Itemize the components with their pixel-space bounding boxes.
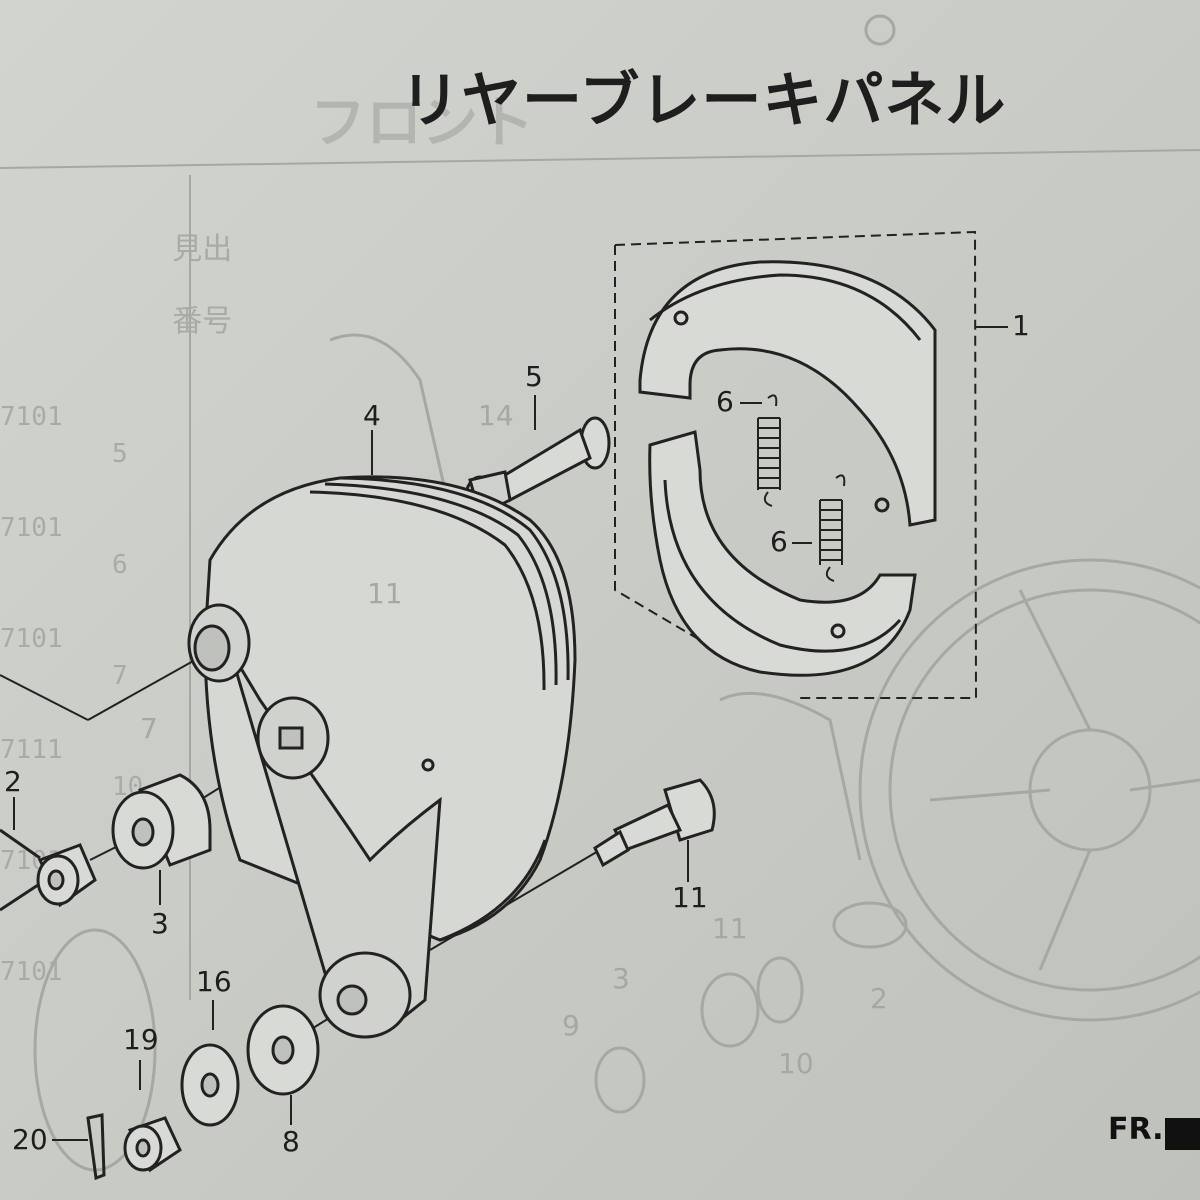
callout-16: 16 bbox=[196, 965, 232, 998]
front-direction-arrow bbox=[1165, 1118, 1200, 1150]
ghost-callout: 10 bbox=[778, 1047, 814, 1080]
code-row: 7101 bbox=[0, 624, 63, 654]
callout-19: 19 bbox=[123, 1023, 159, 1056]
brake-shoe-set-bracket bbox=[614, 230, 978, 699]
side-column-codes: 7101 7101 7101 7111 7101 7101 bbox=[0, 325, 63, 1065]
code-row: 7101 bbox=[0, 402, 63, 432]
code-row: 7111 bbox=[0, 735, 63, 765]
callout-6-lower: 6 bbox=[770, 525, 788, 558]
callout-2: 2 bbox=[4, 765, 22, 798]
ghost-callout: 2 bbox=[870, 982, 888, 1015]
ref-row: 7 bbox=[112, 661, 128, 691]
washer-8 bbox=[246, 1004, 320, 1096]
callout-6-upper: 6 bbox=[716, 385, 734, 418]
flange-bolt bbox=[593, 778, 716, 868]
brake-panel-arm bbox=[187, 603, 442, 1039]
callout-1: 1 bbox=[1012, 309, 1030, 342]
ref-row: 6 bbox=[112, 550, 128, 580]
side-column-heading-line1: 見出 bbox=[172, 232, 233, 267]
ref-row: 5 bbox=[112, 439, 128, 469]
diagram-title: リヤーブレーキパネル bbox=[400, 66, 1007, 136]
ghost-callout: 9 bbox=[562, 1009, 580, 1042]
callout-20: 20 bbox=[12, 1123, 48, 1156]
castle-nut-19 bbox=[123, 1116, 182, 1173]
brake-shoe-lower bbox=[648, 430, 917, 677]
cotter-pin-20 bbox=[86, 1113, 106, 1181]
ghost-callout: 7 bbox=[140, 712, 158, 745]
side-column-heading: 見出 番号 bbox=[100, 196, 232, 376]
ghost-callout: 11 bbox=[712, 912, 748, 945]
axle-nut bbox=[0, 828, 97, 912]
ghost-callout: 14 bbox=[478, 399, 514, 432]
return-spring-upper bbox=[757, 394, 781, 507]
callout-8: 8 bbox=[282, 1125, 300, 1158]
washer-16 bbox=[180, 1043, 240, 1127]
code-row: 7101 bbox=[0, 957, 63, 987]
front-direction-label: FR. bbox=[1108, 1112, 1164, 1147]
background-title-ghost: フロント bbox=[310, 91, 534, 156]
side-column-heading-line2: 番号 bbox=[172, 304, 233, 339]
brake-shoe-upper bbox=[638, 260, 937, 527]
callout-4: 4 bbox=[363, 399, 381, 432]
callout-5: 5 bbox=[525, 360, 543, 393]
ghost-callout: 3 bbox=[612, 962, 630, 995]
return-spring-lower bbox=[819, 474, 846, 582]
callout-11: 11 bbox=[672, 881, 708, 914]
code-row: 7101 bbox=[0, 513, 63, 543]
collar bbox=[111, 773, 212, 870]
background-faded-drawing bbox=[0, 14, 1200, 1172]
ghost-callout: 11 bbox=[367, 577, 403, 610]
callout-3: 3 bbox=[151, 907, 169, 940]
